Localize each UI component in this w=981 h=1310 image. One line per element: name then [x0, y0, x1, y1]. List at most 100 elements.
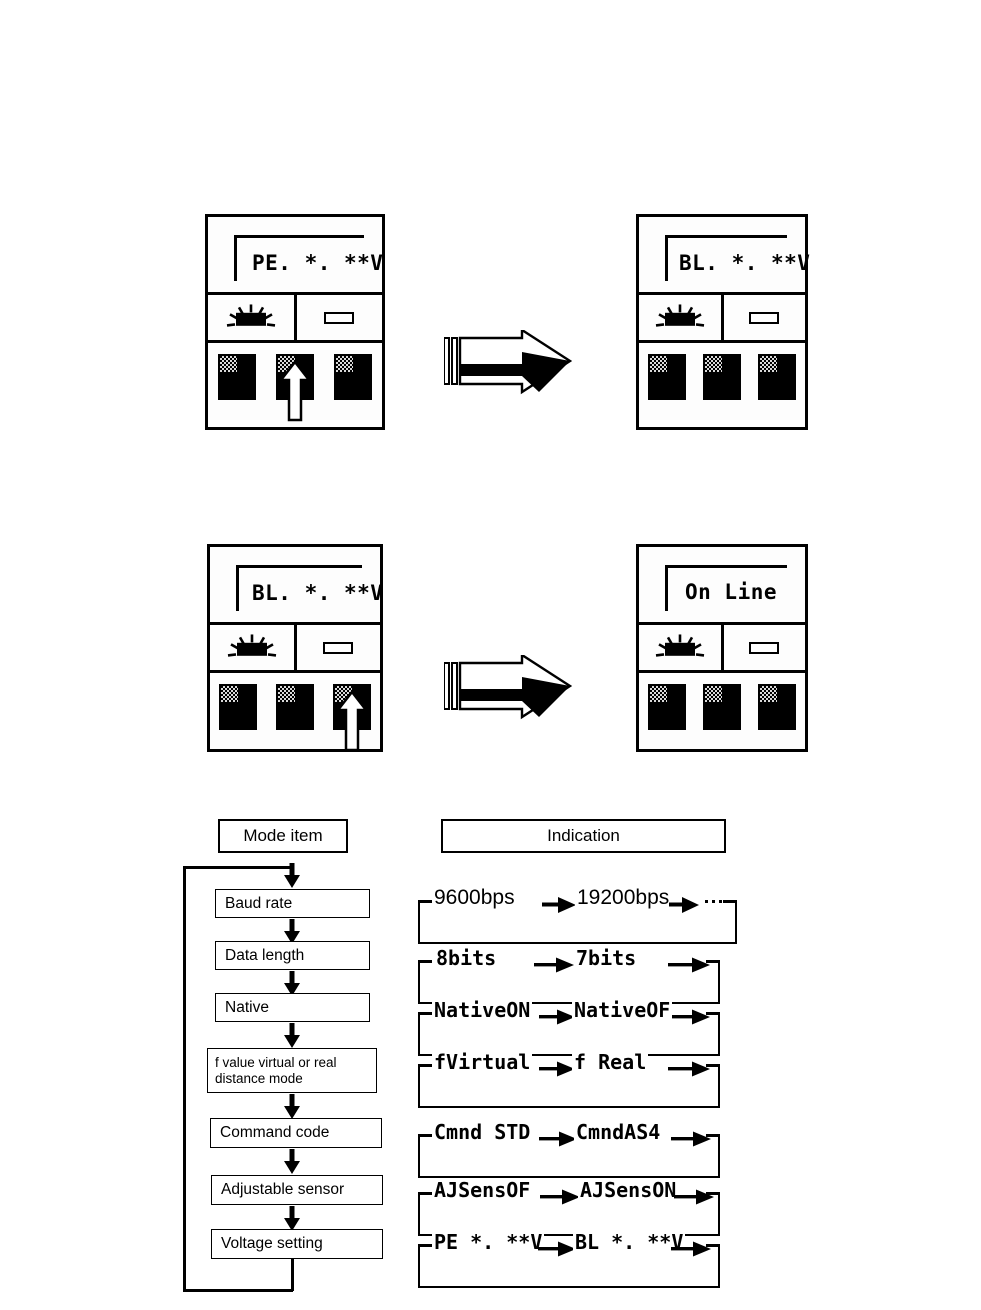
indication-bracket: [418, 960, 720, 1004]
led-indicator-zone: [639, 625, 805, 673]
press-up-arrow-icon: [280, 360, 310, 422]
lcd-text: BL. *. **V: [252, 581, 384, 605]
header-mode-item: Mode item: [218, 819, 348, 853]
button-gloss: [704, 686, 722, 702]
flow-down-arrow-icon: [284, 1149, 300, 1174]
indication-row-adjustable-sensor: AJSensOF AJSensON: [418, 1178, 720, 1236]
button-gloss: [649, 356, 667, 372]
flow-box-baud-rate[interactable]: Baud rate: [215, 889, 370, 918]
bracket-cap-right: [706, 1192, 720, 1195]
button-gloss: [760, 686, 778, 702]
indication-arrow-icon: [542, 897, 576, 913]
button-gloss: [221, 686, 239, 702]
indication-value-first: 8bits: [434, 946, 499, 970]
panel-button-3[interactable]: [332, 684, 371, 752]
indication-arrow-icon: [538, 1241, 576, 1257]
lcd-bracket: [665, 565, 787, 611]
bracket-cap-left: [418, 1134, 432, 1137]
bracket-cap-left: [418, 1244, 432, 1247]
indication-value-first: fVirtual: [432, 1050, 533, 1074]
flow-box-f-value-mode[interactable]: f value virtual or real distance mode: [207, 1048, 377, 1093]
bracket-cap-right: [706, 1064, 720, 1067]
lcd-display-zone: BL. *. **V: [639, 217, 810, 295]
indication-row-command-code: Cmnd STD CmndAS4: [418, 1120, 720, 1178]
transition-arrow-icon-2: [444, 655, 572, 720]
bracket-cap-left: [418, 1012, 432, 1015]
loopback-bottom-line: [183, 1289, 293, 1292]
panel-button-3[interactable]: [758, 684, 797, 730]
led-cell-left: [210, 625, 297, 670]
bracket-cap-right: [706, 1012, 720, 1015]
led-cell-right: [297, 295, 383, 340]
led-cell-right: [724, 625, 806, 670]
led-lit-icon: [235, 312, 266, 326]
flow-box-adjustable-sensor[interactable]: Adjustable sensor: [211, 1175, 383, 1205]
indication-arrow-icon: [539, 1009, 575, 1025]
indication-value-second: NativeOF: [572, 998, 673, 1022]
panel-button-2[interactable]: [275, 684, 314, 730]
indication-row-baud-rate: 9600bps 19200bps: [418, 886, 737, 944]
indication-bracket: [418, 900, 737, 944]
panel-button-1[interactable]: [647, 684, 686, 730]
indication-arrow-icon-trailing: [671, 1241, 711, 1257]
flow-box-data-length[interactable]: Data length: [215, 941, 370, 970]
lcd-bracket: [665, 235, 787, 281]
lcd-bracket: [236, 565, 362, 611]
indication-bracket: [418, 1064, 720, 1108]
lcd-display-zone: PE. *. **V: [208, 217, 384, 295]
panel-button-1[interactable]: [219, 684, 258, 730]
flow-box-label: Native: [225, 998, 269, 1016]
panel-button-3[interactable]: [758, 354, 797, 400]
flow-box-label: f value virtual or real distance mode: [215, 1054, 337, 1086]
led-cell-left: [639, 625, 724, 670]
indication-bracket: [418, 1134, 720, 1178]
led-unlit-icon: [323, 641, 354, 654]
indication-arrow-icon: [534, 957, 574, 973]
led-cell-left: [208, 295, 297, 340]
panel-button-1[interactable]: [218, 354, 256, 400]
flow-box-voltage-setting[interactable]: Voltage setting: [211, 1229, 383, 1259]
bracket-cap-right: [706, 960, 720, 963]
button-zone: [208, 343, 382, 427]
led-unlit-icon: [749, 641, 780, 654]
indication-arrow-icon-trailing: [674, 1189, 714, 1205]
indication-dotted-continuation: [705, 900, 735, 903]
device-panel-after-step1: BL. *. **V: [636, 214, 810, 430]
panel-button-3[interactable]: [334, 354, 372, 400]
led-cell-right: [724, 295, 806, 340]
loopback-top-line: [183, 866, 293, 869]
header-indication-label: Indication: [547, 826, 620, 845]
panel-button-1[interactable]: [647, 354, 686, 400]
loopback-left-line: [183, 866, 186, 1292]
indication-row-data-length: 8bits 7bits: [418, 946, 720, 1004]
panel-button-2[interactable]: [702, 684, 741, 730]
led-lit-icon: [236, 642, 267, 656]
indication-bracket: [418, 1192, 720, 1236]
flow-down-arrow-icon: [284, 863, 300, 888]
button-gloss: [704, 356, 722, 372]
panel-button-2[interactable]: [702, 354, 741, 400]
indication-arrow-icon-trailing: [671, 1131, 711, 1147]
flow-box-command-code[interactable]: Command code: [210, 1118, 382, 1148]
indication-arrow-icon-trailing: [672, 1009, 710, 1025]
flow-box-native[interactable]: Native: [215, 993, 370, 1022]
led-unlit-icon: [749, 311, 780, 324]
indication-row-voltage-setting: PE *. **V BL *. **V: [418, 1230, 720, 1288]
bracket-cap-left: [418, 1064, 432, 1067]
indication-value-first: Cmnd STD: [432, 1120, 533, 1144]
flow-down-arrow-icon: [284, 1206, 300, 1231]
indication-bracket: [418, 1244, 720, 1288]
button-gloss: [760, 356, 778, 372]
bracket-cap-right: [706, 1244, 720, 1247]
lcd-text: PE. *. **V: [252, 251, 384, 275]
indication-arrow-icon-trailing: [668, 1061, 710, 1077]
led-indicator-zone: [208, 295, 382, 343]
indication-bracket: [418, 1012, 720, 1056]
indication-value-first: PE *. **V: [432, 1230, 545, 1254]
press-up-arrow-icon: [336, 690, 367, 752]
panel-button-2[interactable]: [276, 354, 314, 422]
indication-value-first: NativeON: [432, 998, 533, 1022]
led-indicator-zone: [639, 295, 805, 343]
flow-box-label: Adjustable sensor: [221, 1181, 345, 1199]
lcd-text: BL. *. **V: [679, 251, 811, 275]
